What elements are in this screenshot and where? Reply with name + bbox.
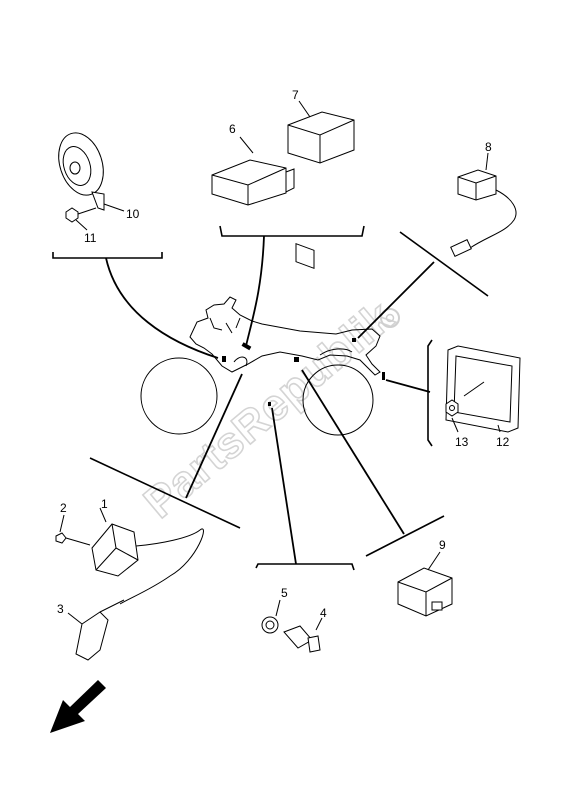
horn-bolt xyxy=(65,207,97,223)
group-brackets xyxy=(52,225,489,571)
location-markers xyxy=(222,338,385,406)
callout-4: 4 xyxy=(320,606,327,620)
callout-13: 13 xyxy=(455,435,469,449)
callout-11: 11 xyxy=(84,231,97,245)
relay-unit xyxy=(211,159,295,206)
callout-numbers: 1 2 3 4 5 6 7 8 9 10 11 12 13 xyxy=(57,88,510,620)
callout-12: 12 xyxy=(496,435,510,449)
callout-3: 3 xyxy=(57,602,64,616)
callout-8: 8 xyxy=(485,140,492,154)
watermark-text: PartsRepublik xyxy=(135,292,403,528)
motorcycle-outline xyxy=(140,296,381,436)
flasher-relay xyxy=(397,567,453,617)
spark-plug-cap xyxy=(75,599,125,661)
cdi-unit xyxy=(287,111,355,269)
leader-lines xyxy=(105,235,435,565)
callout-6: 6 xyxy=(229,122,236,136)
horn xyxy=(58,132,105,211)
callout-1: 1 xyxy=(101,497,108,511)
callout-5: 5 xyxy=(281,586,288,600)
watermark: PartsRepublik xyxy=(134,291,404,529)
coil-bolt xyxy=(55,532,91,546)
callout-7: 7 xyxy=(292,88,299,102)
sensor-switch xyxy=(450,169,517,257)
callout-2: 2 xyxy=(60,501,67,515)
front-arrow-icon xyxy=(50,680,106,733)
callout-10: 10 xyxy=(126,207,140,221)
callout-9: 9 xyxy=(439,538,446,552)
oil-pressure-switch xyxy=(283,625,321,653)
gasket-washer xyxy=(261,616,279,634)
ignition-coil xyxy=(91,523,204,605)
panel-nut xyxy=(445,399,459,417)
gear-logo-icon xyxy=(380,308,400,328)
license-panel xyxy=(445,345,521,433)
